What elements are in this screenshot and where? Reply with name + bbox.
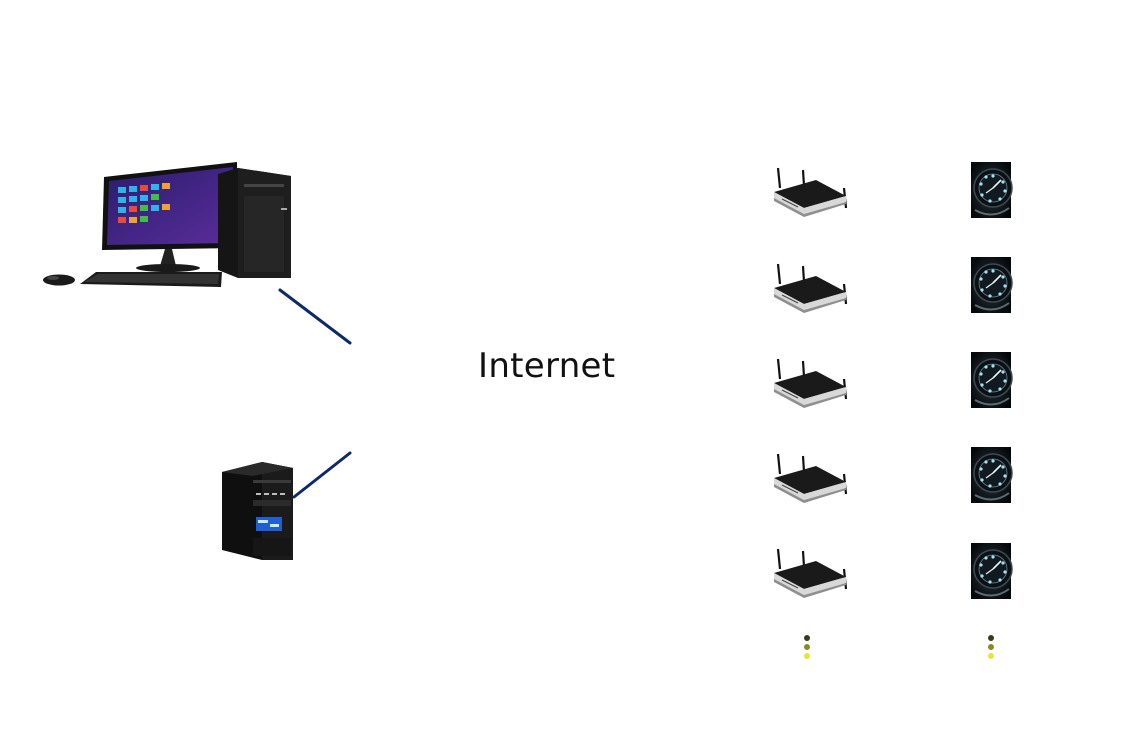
- wifi-router-icon: [772, 357, 848, 410]
- watch-column: [970, 161, 1013, 600]
- wristwatch-icon: [970, 256, 1013, 314]
- vertical-ellipsis-icon: [804, 635, 810, 659]
- tower-server-icon: [222, 462, 293, 560]
- wristwatch-icon: [970, 161, 1013, 219]
- vertical-ellipsis-icon: [988, 635, 994, 659]
- desktop-computer-icon: [43, 162, 291, 287]
- wifi-router-icon: [772, 262, 848, 315]
- cable-column: [846, 187, 938, 572]
- desktop-link: [278, 288, 352, 345]
- wifi-router-icon: [772, 452, 848, 505]
- wifi-router-icon: [772, 166, 848, 219]
- router-column: [772, 166, 848, 600]
- server-link: [292, 451, 352, 499]
- wristwatch-icon: [970, 446, 1013, 504]
- wristwatch-icon: [970, 542, 1013, 600]
- wristwatch-icon: [970, 351, 1013, 409]
- internet-label: Internet: [478, 346, 616, 386]
- wifi-router-icon: [772, 547, 848, 600]
